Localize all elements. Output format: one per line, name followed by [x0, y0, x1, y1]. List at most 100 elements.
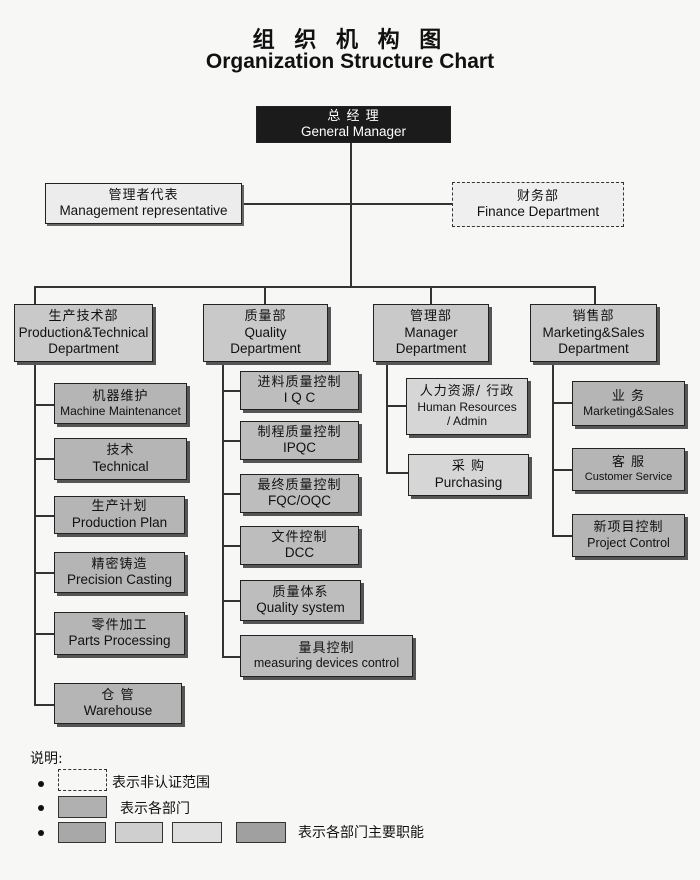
marketing-sales-department-box: 销售部 Marketing&Sales Department: [530, 304, 657, 362]
function-box-precision-casting: 精密铸造 Precision Casting: [54, 552, 185, 593]
production-technical-department-box: 生产技术部 Production&Technical Department: [14, 304, 153, 362]
connector-line: [264, 286, 266, 304]
department-cn: 生产技术部: [48, 309, 119, 325]
finance-department-box: 财务部 Finance Department: [452, 182, 624, 227]
department-en: Department: [395, 340, 467, 356]
bullet-icon: [38, 805, 44, 811]
function-box-human-resources: 人力资源/ 行政 Human Resources / Admin: [406, 378, 528, 435]
function-en: Parts Processing: [68, 633, 171, 649]
department-en: Manager: [404, 324, 458, 340]
general-manager-cn: 总 经 理: [327, 108, 380, 124]
legend-swatch-function: [236, 822, 286, 843]
department-en: Department: [558, 340, 629, 356]
connector-line: [222, 440, 240, 442]
function-en: IPQC: [282, 440, 316, 456]
connector-line: [222, 600, 240, 602]
function-box-quality-system: 质量体系 Quality system: [240, 580, 361, 621]
function-en: FQC/OQC: [268, 493, 331, 509]
manager-department-box: 管理部 Manager Department: [373, 304, 489, 362]
legend-heading: 说明:: [30, 751, 63, 767]
bullet-icon: [38, 830, 44, 836]
function-en: DCC: [284, 545, 315, 561]
finance-department-en: Finance Department: [476, 204, 600, 220]
function-cn: 生产计划: [91, 499, 148, 515]
function-en: Technical: [92, 458, 149, 474]
management-representative-box: 管理者代表 Management representative: [45, 183, 242, 224]
quality-department-box: 质量部 Quality Department: [203, 304, 328, 362]
function-en: Marketing&Sales: [583, 404, 674, 419]
legend-item-department: 表示各部门: [120, 801, 190, 817]
function-en: Production Plan: [71, 514, 168, 530]
legend-swatch-function: [115, 822, 163, 843]
function-cn: 零件加工: [91, 617, 148, 633]
function-cn: 量具控制: [298, 640, 355, 656]
function-cn: 仓 管: [101, 687, 135, 703]
department-en: Marketing&Sales: [542, 324, 645, 340]
function-cn: 质量体系: [272, 584, 329, 600]
connector-line: [34, 633, 54, 635]
chart-title-en: Organization Structure Chart: [205, 50, 495, 73]
bullet-icon: [38, 781, 44, 787]
chart-title-cn: 组 织 机 构 图: [252, 28, 448, 53]
connector-line: [34, 362, 36, 706]
function-box-dcc: 文件控制 DCC: [240, 526, 359, 565]
function-cn: 客 服: [611, 455, 646, 471]
function-cn: 精密铸造: [91, 556, 148, 572]
function-box-measuring-devices: 量具控制 measuring devices control: [240, 635, 413, 677]
function-en: Project Control: [587, 535, 670, 550]
department-en: Production&Technical: [18, 324, 149, 340]
function-cn: 最终质量控制: [257, 477, 342, 493]
connector-line: [552, 535, 572, 537]
department-cn: 质量部: [244, 309, 287, 325]
function-cn: 技术: [106, 443, 135, 459]
connector-line: [222, 362, 224, 658]
function-box-project-control: 新项目控制 Project Control: [572, 514, 685, 557]
connector-line: [222, 390, 240, 392]
general-manager-box: 总 经 理 General Manager: [256, 106, 451, 143]
connector-line: [552, 402, 572, 404]
connector-line: [34, 572, 54, 574]
department-cn: 销售部: [572, 309, 615, 325]
legend-swatch-department: [58, 796, 107, 818]
legend-item-non-certified: 表示非认证范围: [112, 775, 210, 791]
function-en: Human Resources: [417, 399, 517, 414]
connector-line: [34, 515, 54, 517]
function-en: Warehouse: [83, 703, 153, 719]
department-en: Department: [48, 340, 119, 356]
connector-line: [386, 472, 408, 474]
connector-line: [350, 142, 352, 287]
function-cn: 新项目控制: [593, 520, 664, 536]
function-en: measuring devices control: [253, 656, 400, 671]
function-cn: 业 务: [611, 388, 646, 404]
function-en: Purchasing: [434, 474, 503, 490]
function-box-customer-service: 客 服 Customer Service: [572, 448, 685, 491]
connector-line: [34, 286, 36, 304]
function-cn: 文件控制: [271, 529, 328, 545]
function-en: Quality system: [256, 600, 345, 616]
connector-line: [430, 286, 432, 304]
function-box-parts-processing: 零件加工 Parts Processing: [54, 612, 185, 655]
function-cn: 机器维护: [92, 388, 149, 404]
connector-line: [34, 404, 54, 406]
function-cn: 人力资源/ 行政: [419, 384, 515, 400]
function-en: Customer Service: [584, 470, 673, 483]
legend-swatch-function: [58, 822, 106, 843]
function-en: / Admin: [446, 414, 488, 429]
function-box-purchasing: 采 购 Purchasing: [408, 454, 529, 496]
function-box-fqc-oqc: 最终质量控制 FQC/OQC: [240, 474, 359, 513]
connector-line: [594, 286, 596, 304]
general-manager-en: General Manager: [300, 124, 407, 140]
legend-swatch-dashed: [58, 769, 107, 791]
function-box-machine-maintenance: 机器维护 Machine Maintenancet: [54, 383, 187, 424]
function-cn: 进料质量控制: [257, 374, 342, 390]
function-box-ipqc: 制程质量控制 IPQC: [240, 421, 359, 460]
connector-line: [34, 704, 54, 706]
connector-line: [552, 469, 572, 471]
function-box-marketing-sales: 业 务 Marketing&Sales: [572, 381, 685, 426]
function-cn: 采 购: [451, 459, 486, 475]
connector-line: [222, 656, 240, 658]
connector-line: [552, 362, 554, 537]
connector-line: [34, 458, 54, 460]
function-cn: 制程质量控制: [257, 424, 342, 440]
legend-item-function: 表示各部门主要职能: [298, 825, 424, 841]
